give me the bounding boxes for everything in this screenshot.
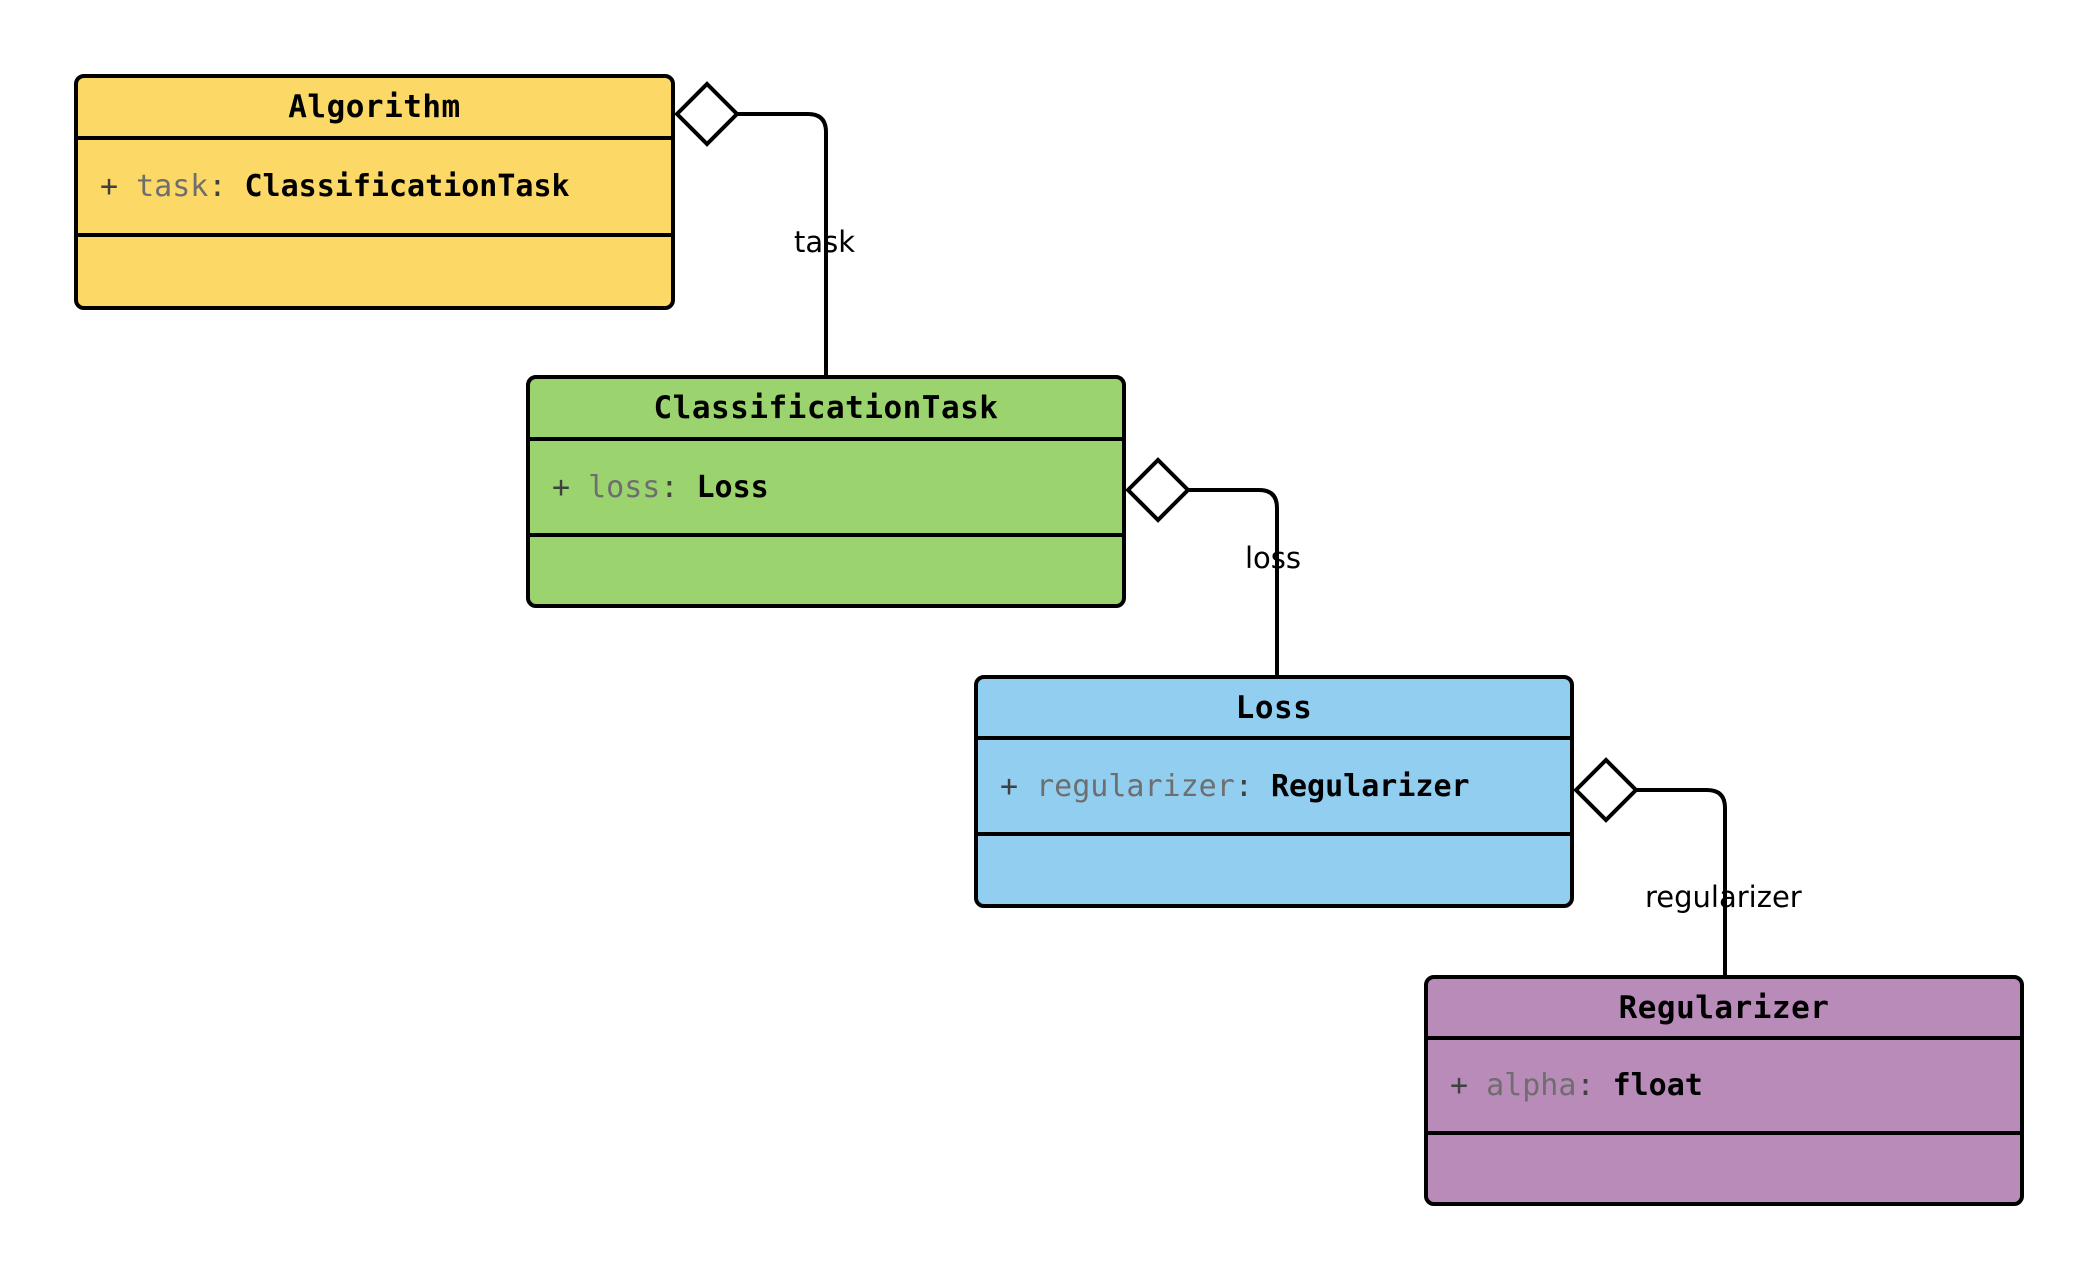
attribute-visibility: + xyxy=(1000,768,1019,804)
uml-method-compartment-classificationtask xyxy=(530,537,1122,604)
attribute-visibility: + xyxy=(552,469,571,505)
uml-class-title-classificationtask: ClassificationTask xyxy=(530,379,1122,441)
attribute-separator: : xyxy=(208,169,227,204)
relationship-line-rel-loss xyxy=(1188,488,1279,675)
attribute-type: ClassificationTask xyxy=(244,169,570,204)
uml-method-compartment-algorithm xyxy=(78,237,671,306)
uml-attribute-compartment-loss: + regularizer: Regularizer xyxy=(978,740,1570,836)
uml-attribute-compartment-algorithm: + task: ClassificationTask xyxy=(78,140,671,237)
uml-class-title-loss: Loss xyxy=(978,679,1570,740)
aggregation-diamond-icon-rel-regularizer xyxy=(1573,757,1639,823)
attribute-separator: : xyxy=(1234,768,1253,804)
uml-method-compartment-regularizer xyxy=(1428,1135,2020,1202)
attribute-type: Loss xyxy=(696,469,769,505)
uml-class-title-regularizer: Regularizer xyxy=(1428,979,2020,1040)
uml-method-compartment-loss xyxy=(978,836,1570,904)
attribute-name: loss xyxy=(588,469,661,505)
attribute-name: task xyxy=(136,169,209,204)
uml-attribute-algorithm-task: + task: ClassificationTask xyxy=(100,170,671,203)
aggregation-diamond-icon-rel-task xyxy=(674,81,740,147)
attribute-name: regularizer xyxy=(1036,768,1235,804)
attribute-name: alpha xyxy=(1486,1068,1577,1103)
relationship-label-rel-regularizer: regularizer xyxy=(1645,880,1802,914)
uml-class-algorithm[interactable]: Algorithm + task: ClassificationTask xyxy=(74,74,675,310)
attribute-type: Regularizer xyxy=(1270,768,1470,804)
relationship-rel-regularizer[interactable] xyxy=(1573,757,1727,975)
aggregation-diamond-icon-rel-loss xyxy=(1125,457,1191,523)
uml-class-classificationtask[interactable]: ClassificationTask + loss: Loss xyxy=(526,375,1126,608)
uml-attribute-compartment-classificationtask: + loss: Loss xyxy=(530,441,1122,537)
attribute-separator: : xyxy=(660,469,679,505)
relationship-label-rel-loss: loss xyxy=(1245,541,1302,575)
uml-class-loss[interactable]: Loss + regularizer: Regularizer xyxy=(974,675,1574,908)
uml-class-regularizer[interactable]: Regularizer + alpha: float xyxy=(1424,975,2024,1206)
uml-attribute-compartment-regularizer: + alpha: float xyxy=(1428,1040,2020,1135)
uml-class-title-algorithm: Algorithm xyxy=(78,78,671,140)
uml-attribute-classificationtask-loss: + loss: Loss xyxy=(552,471,1122,504)
relationship-label-rel-task: task xyxy=(794,225,856,259)
uml-attribute-regularizer-alpha: + alpha: float xyxy=(1450,1069,2020,1102)
uml-attribute-loss-regularizer: + regularizer: Regularizer xyxy=(1000,770,1570,803)
attribute-type: float xyxy=(1612,1068,1703,1103)
attribute-visibility: + xyxy=(1450,1068,1469,1103)
attribute-visibility: + xyxy=(100,169,119,204)
attribute-separator: : xyxy=(1576,1068,1595,1103)
